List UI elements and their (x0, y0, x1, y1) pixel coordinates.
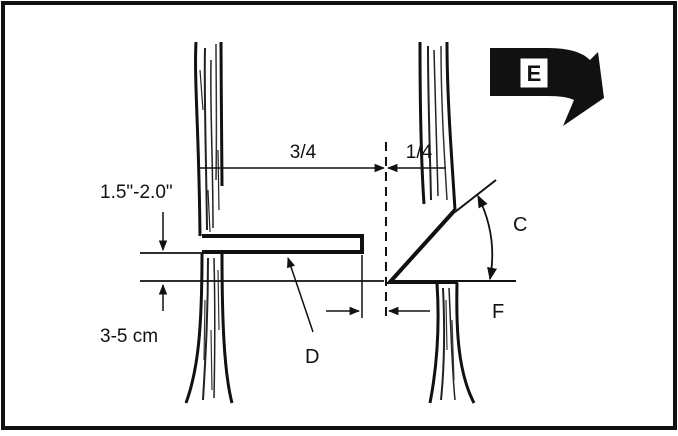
angle-arc (477, 194, 498, 281)
direction-label-box (520, 58, 548, 88)
direction-label: E (527, 61, 542, 86)
label-hinge-f: F (492, 301, 504, 323)
label-height-inches: 1.5"-2.0" (100, 182, 173, 203)
label-back-cut-d: D (305, 346, 319, 368)
label-three-quarters: 3/4 (290, 142, 317, 163)
back-cut-outline (202, 234, 364, 254)
label-height-cm: 3-5 cm (100, 326, 158, 347)
label-angle-c: C (513, 214, 527, 236)
notch-extension-line (454, 179, 497, 213)
tree-trunk-left (184, 41, 234, 404)
back-cut-leader (287, 257, 314, 333)
tree-trunk-right (418, 41, 476, 404)
label-one-quarter: 1/4 (406, 142, 433, 163)
felling-direction-arrow (490, 48, 604, 126)
notch-outline (385, 208, 458, 284)
